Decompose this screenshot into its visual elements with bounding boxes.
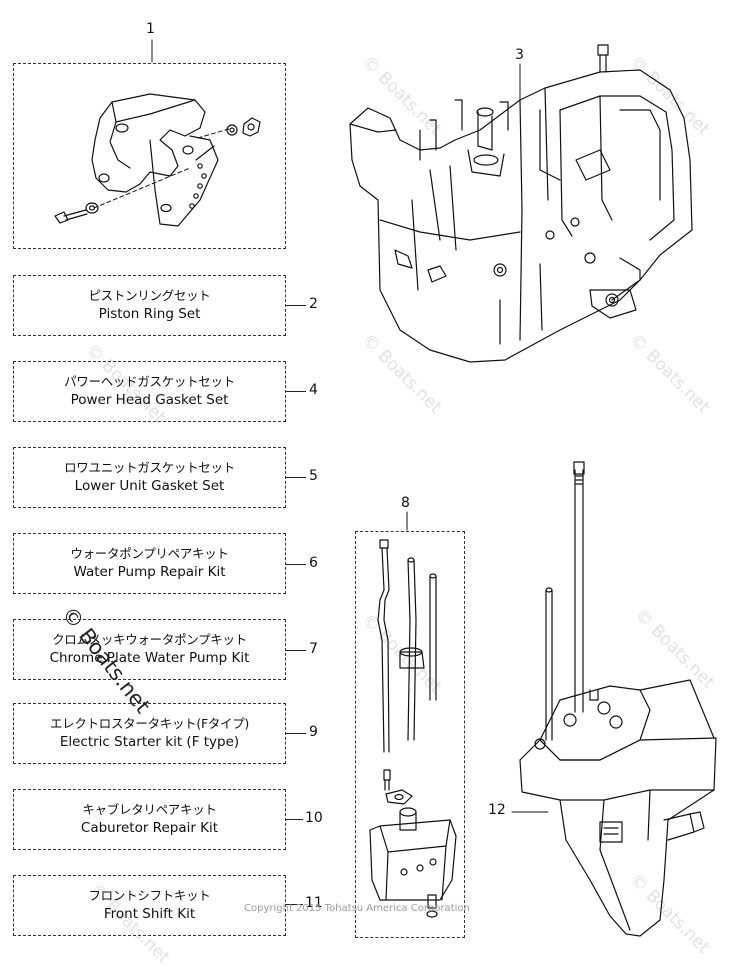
- copyright-text: Copyright 2015 Tohatsu America Corporati…: [244, 903, 470, 914]
- kit-name-jp: キャブレタリペアキット: [82, 802, 217, 817]
- kit-name-en: Chrome Plate Water Pump Kit: [49, 650, 250, 666]
- kit-piston-ring-set[interactable]: ピストンリングセット Piston Ring Set: [13, 275, 286, 336]
- kit-water-pump-repair-kit[interactable]: ウォータポンプリペアキット Water Pump Repair Kit: [13, 533, 286, 594]
- leader-7: [286, 650, 306, 651]
- kit-chrome-plate-water-pump-kit[interactable]: クロムメッキウォータポンプキット Chrome Plate Water Pump…: [13, 619, 286, 680]
- lower-unit-drawing: [519, 461, 717, 937]
- kit-name-jp: エレクトロスタータキット(Fタイプ): [49, 716, 250, 731]
- callout-8: 8: [401, 495, 410, 511]
- kit-name-jp: ピストンリングセット: [88, 288, 211, 303]
- kit-electric-starter-kit[interactable]: エレクトロスタータキット(Fタイプ) Electric Starter kit …: [13, 703, 286, 764]
- kit-name-jp: ウォータポンプリペアキット: [70, 546, 229, 561]
- callout-12: 12: [488, 802, 506, 818]
- callout-6: 6: [309, 555, 318, 571]
- leader-2: [286, 305, 306, 306]
- kit-power-head-gasket-set[interactable]: パワーヘッドガスケットセット Power Head Gasket Set: [13, 361, 286, 422]
- callout-1: 1: [146, 21, 155, 37]
- kit-name-en: Water Pump Repair Kit: [73, 564, 226, 580]
- shift-kit-group-box: [355, 531, 465, 938]
- leader-11: [286, 904, 303, 905]
- parts-diagram: [54, 39, 717, 937]
- callout-10: 10: [305, 810, 323, 826]
- bracket-group-box: [13, 63, 286, 249]
- shift-kit-drawing: [369, 539, 457, 918]
- callout-2: 2: [309, 296, 318, 312]
- kit-name-en: Front Shift Kit: [103, 906, 196, 922]
- kit-front-shift-kit[interactable]: フロントシフトキット Front Shift Kit: [13, 875, 286, 936]
- kit-name-jp: クロムメッキウォータポンプキット: [52, 632, 247, 647]
- kit-name-en: Lower Unit Gasket Set: [74, 478, 225, 494]
- kit-lower-unit-gasket-set[interactable]: ロワユニットガスケットセット Lower Unit Gasket Set: [13, 447, 286, 508]
- callout-5: 5: [309, 468, 318, 484]
- kit-name-en: Electric Starter kit (F type): [59, 734, 240, 750]
- kit-name-jp: ロワユニットガスケットセット: [64, 460, 235, 475]
- leader-10: [286, 819, 303, 820]
- callout-7: 7: [309, 641, 318, 657]
- power-head-drawing: [349, 44, 693, 363]
- leader-6: [286, 564, 306, 565]
- leader-5: [286, 477, 306, 478]
- kit-name-jp: フロントシフトキット: [88, 888, 211, 903]
- callout-9: 9: [309, 724, 318, 740]
- bracket-drawing: [54, 93, 261, 227]
- callout-4: 4: [309, 382, 318, 398]
- kit-name-jp: パワーヘッドガスケットセット: [64, 374, 235, 389]
- leader-4: [286, 391, 306, 392]
- leader-9: [286, 733, 306, 734]
- kit-name-en: Caburetor Repair Kit: [80, 820, 219, 836]
- callout-3: 3: [515, 47, 524, 63]
- kit-name-en: Power Head Gasket Set: [70, 392, 229, 408]
- kit-caburetor-repair-kit[interactable]: キャブレタリペアキット Caburetor Repair Kit: [13, 789, 286, 850]
- kit-name-en: Piston Ring Set: [98, 306, 201, 322]
- callout-11: 11: [305, 895, 323, 911]
